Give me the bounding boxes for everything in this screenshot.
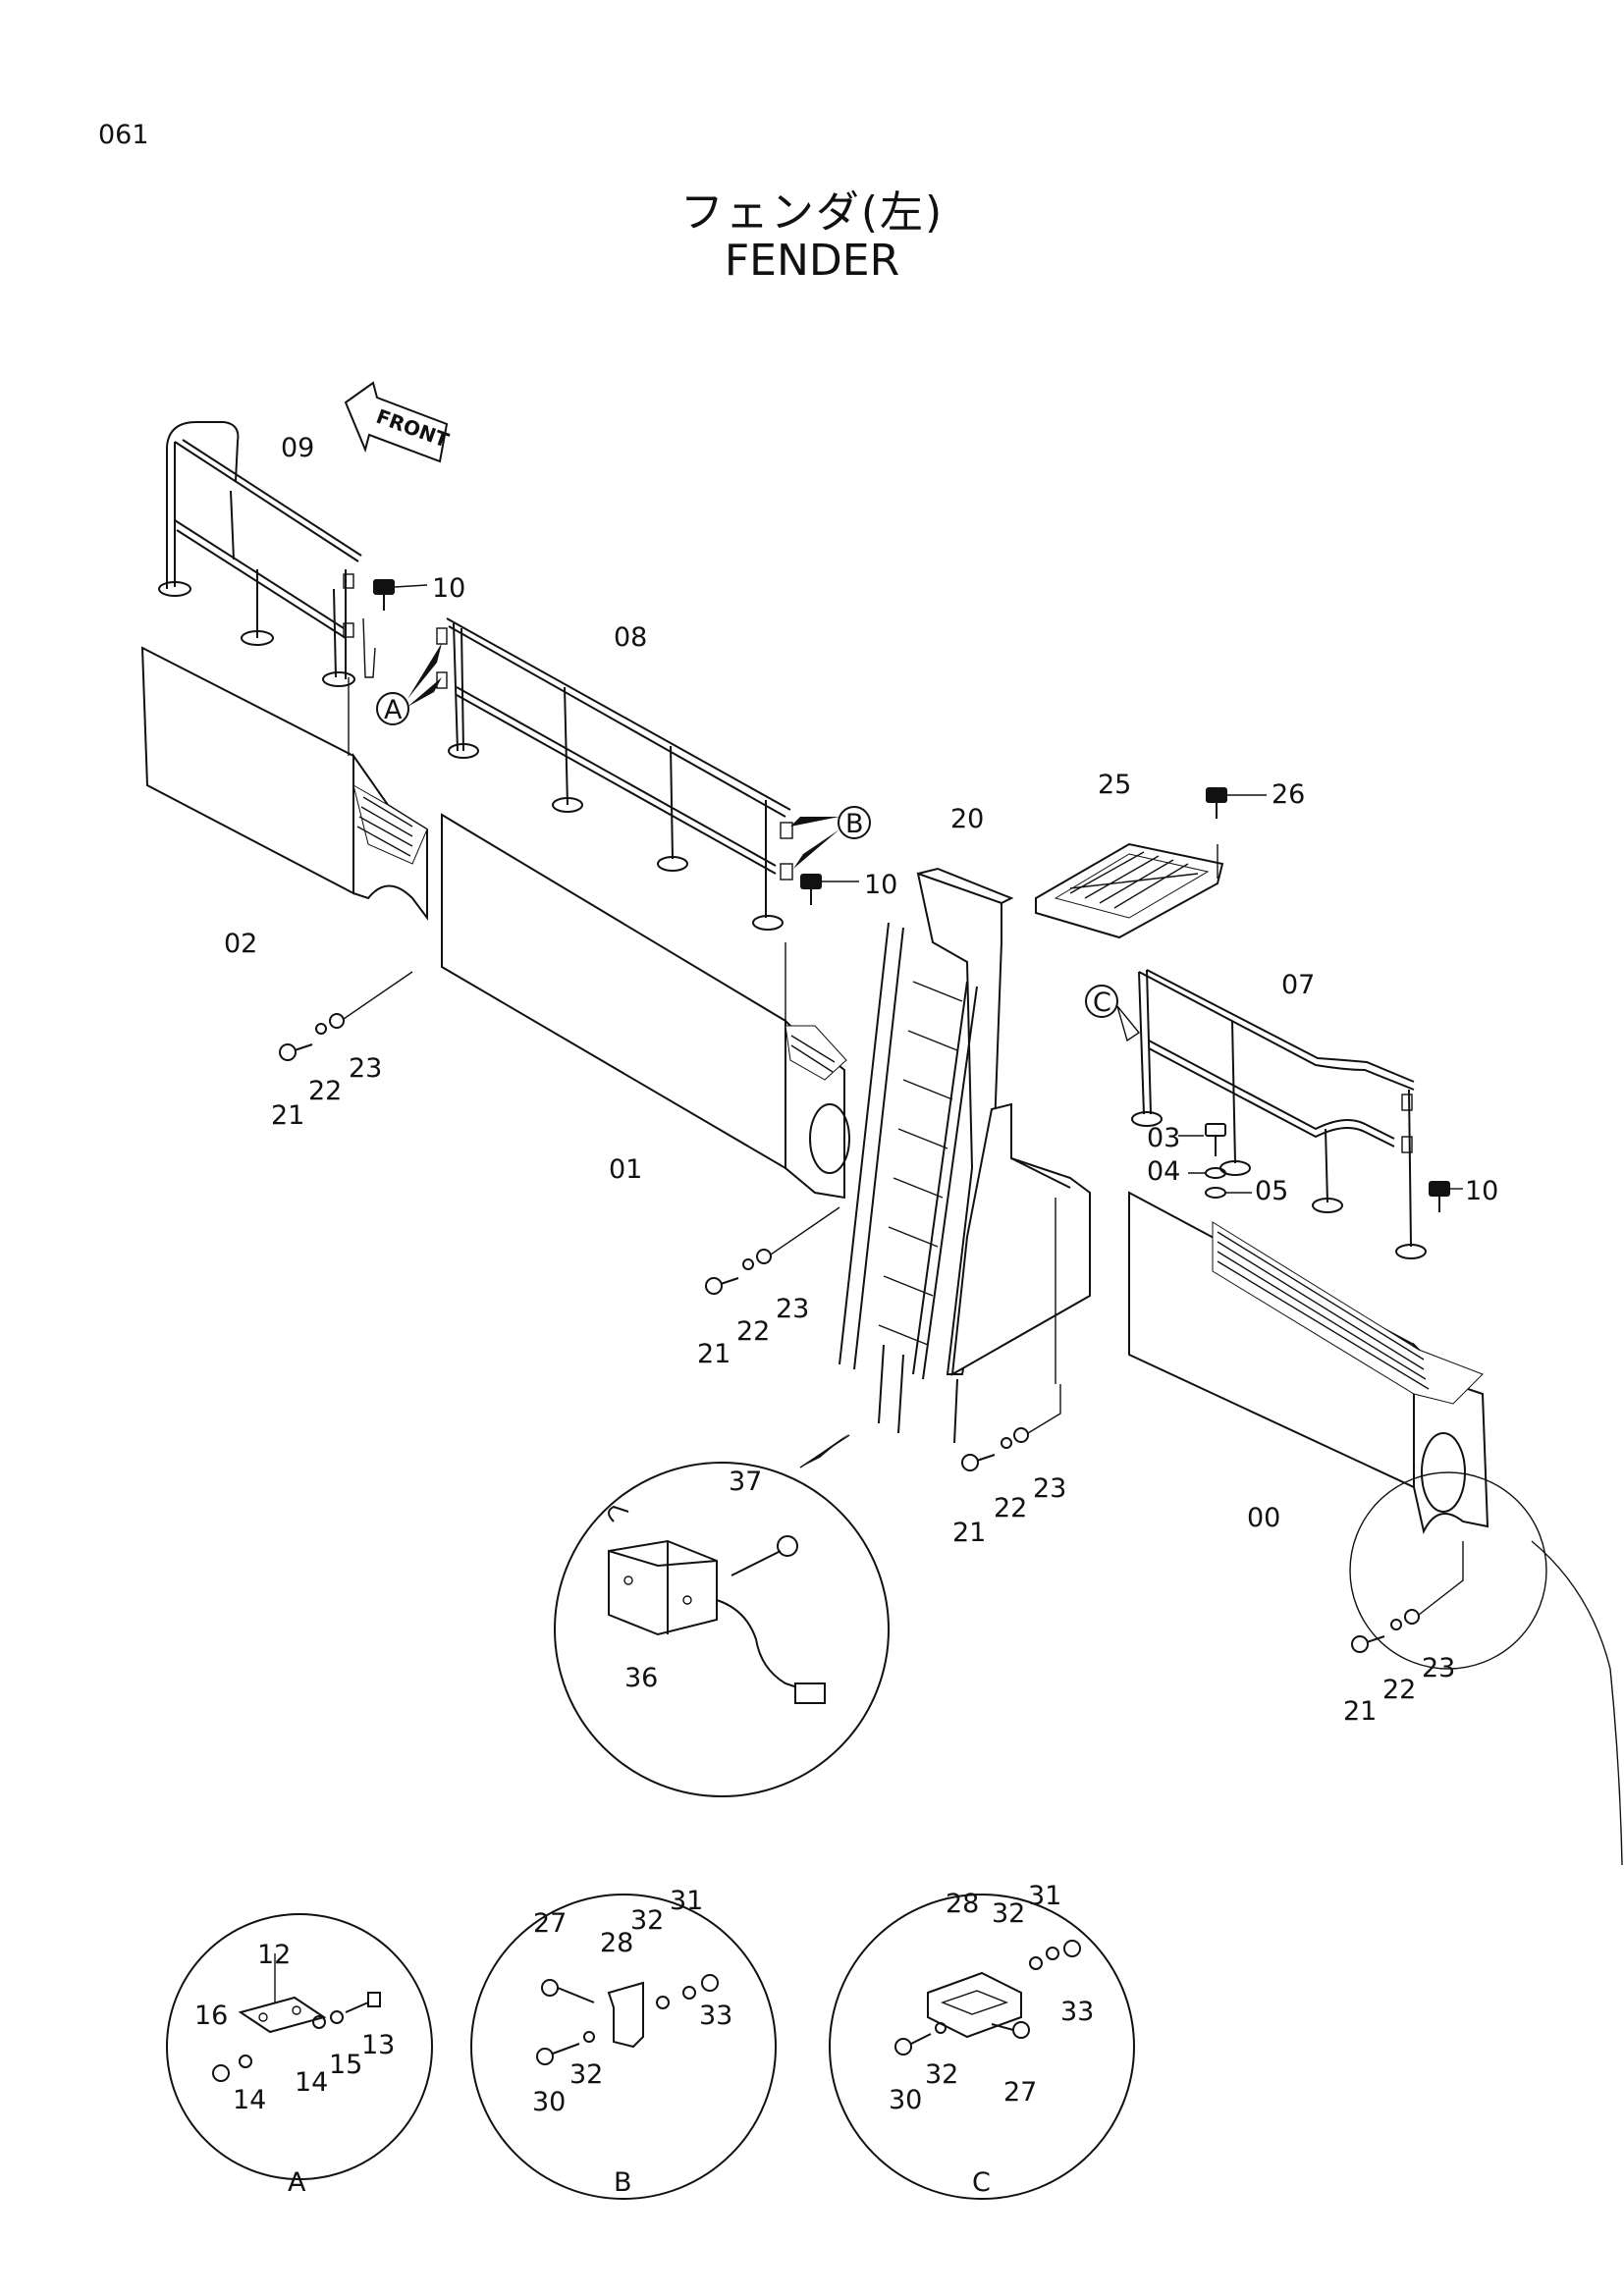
detail-c-circle	[829, 1894, 1135, 2200]
front-arrow-icon: FRONT	[344, 381, 452, 463]
callout-b-label: B	[845, 809, 864, 839]
part-label: 22	[994, 1493, 1027, 1523]
bolt-03-04-05	[1178, 1123, 1252, 1199]
part-label: 23	[1033, 1473, 1066, 1504]
part-label: 16	[194, 2001, 228, 2031]
bolt-set-center	[705, 1206, 840, 1295]
detail-switch-circle	[554, 1433, 890, 1797]
part-label: 31	[1028, 1881, 1061, 1911]
detail-b-label: B	[614, 2167, 632, 2198]
part-label: 10	[432, 573, 465, 604]
part-label: 26	[1272, 779, 1305, 810]
detail-c-label: C	[972, 2167, 991, 2198]
part-label: 03	[1147, 1123, 1180, 1153]
part-label: 28	[600, 1928, 633, 1958]
part-label: 21	[271, 1100, 304, 1131]
part-label: 23	[1422, 1653, 1455, 1683]
bolt-set-left	[279, 971, 413, 1061]
part-label: 22	[308, 1076, 342, 1106]
part-label: 21	[952, 1518, 986, 1548]
railing-09	[158, 421, 376, 687]
part-label: 22	[1382, 1675, 1416, 1705]
part-label: 14	[233, 2085, 266, 2115]
part-label: 08	[614, 622, 647, 653]
part-label: 32	[925, 2059, 958, 2090]
callout-b: B	[790, 806, 871, 869]
part-label: 01	[609, 1154, 642, 1185]
part-label: 23	[776, 1294, 809, 1324]
detail-b-circle	[470, 1894, 777, 2200]
part-label: 10	[1465, 1176, 1498, 1206]
callout-c-label: C	[1093, 988, 1111, 1018]
part-label: 04	[1147, 1156, 1180, 1187]
part-label: 21	[1343, 1696, 1377, 1727]
part-label: 27	[1003, 2077, 1037, 2108]
part-label: 21	[697, 1339, 731, 1369]
part-label: 32	[569, 2059, 603, 2090]
part-label: 31	[670, 1886, 703, 1916]
bolt-10-set	[373, 579, 1463, 1212]
part-label: 14	[295, 2067, 328, 2098]
part-label: 23	[349, 1053, 382, 1084]
bolt-set-right	[1351, 1541, 1464, 1653]
part-label: 32	[630, 1905, 664, 1936]
step-box	[950, 1102, 1091, 1384]
part-label: 30	[889, 2085, 922, 2115]
part-label: 33	[1060, 1997, 1094, 2027]
page-number: 061	[98, 120, 149, 150]
part-labels: 09 10 08 02 10 20 25 26 07 03 04 05 10 0…	[194, 433, 1498, 2117]
railing-07	[1131, 969, 1427, 1259]
detail-a-circle	[166, 1913, 433, 2180]
title-english: FENDER	[724, 236, 900, 286]
part-label: 28	[946, 1889, 979, 1919]
part-label: 05	[1255, 1176, 1288, 1206]
part-label: 07	[1281, 970, 1315, 1000]
railing-08	[436, 617, 793, 931]
part-label: 00	[1247, 1503, 1280, 1533]
part-label: 37	[729, 1467, 762, 1497]
grating-panel-25	[1035, 842, 1224, 939]
part-label: 36	[624, 1663, 658, 1693]
bolt-set-ladder	[961, 1384, 1061, 1471]
part-label: 22	[736, 1316, 770, 1347]
part-label: 02	[224, 929, 257, 959]
part-label: 13	[361, 2030, 395, 2060]
part-label: 15	[329, 2050, 362, 2080]
part-label: 33	[699, 2001, 732, 2031]
part-label: 10	[864, 870, 897, 900]
part-label: 25	[1098, 770, 1131, 800]
callout-c: C	[1085, 985, 1141, 1042]
detail-a-label: A	[288, 2167, 306, 2198]
callout-a-label: A	[384, 695, 403, 725]
part-label: 30	[532, 2087, 566, 2117]
part-label: 20	[950, 804, 984, 834]
part-label: 09	[281, 433, 314, 463]
part-label: 32	[992, 1898, 1025, 1929]
part-label: 27	[533, 1908, 567, 1939]
part-label: 12	[257, 1940, 291, 1970]
bolt-26	[1206, 787, 1267, 819]
fender-block-01	[441, 813, 850, 1200]
title-japanese: フェンダ(左)	[679, 187, 945, 238]
fender-block-00	[1128, 1191, 1623, 1866]
fender-block-02	[140, 646, 428, 921]
callout-a: A	[376, 643, 442, 725]
